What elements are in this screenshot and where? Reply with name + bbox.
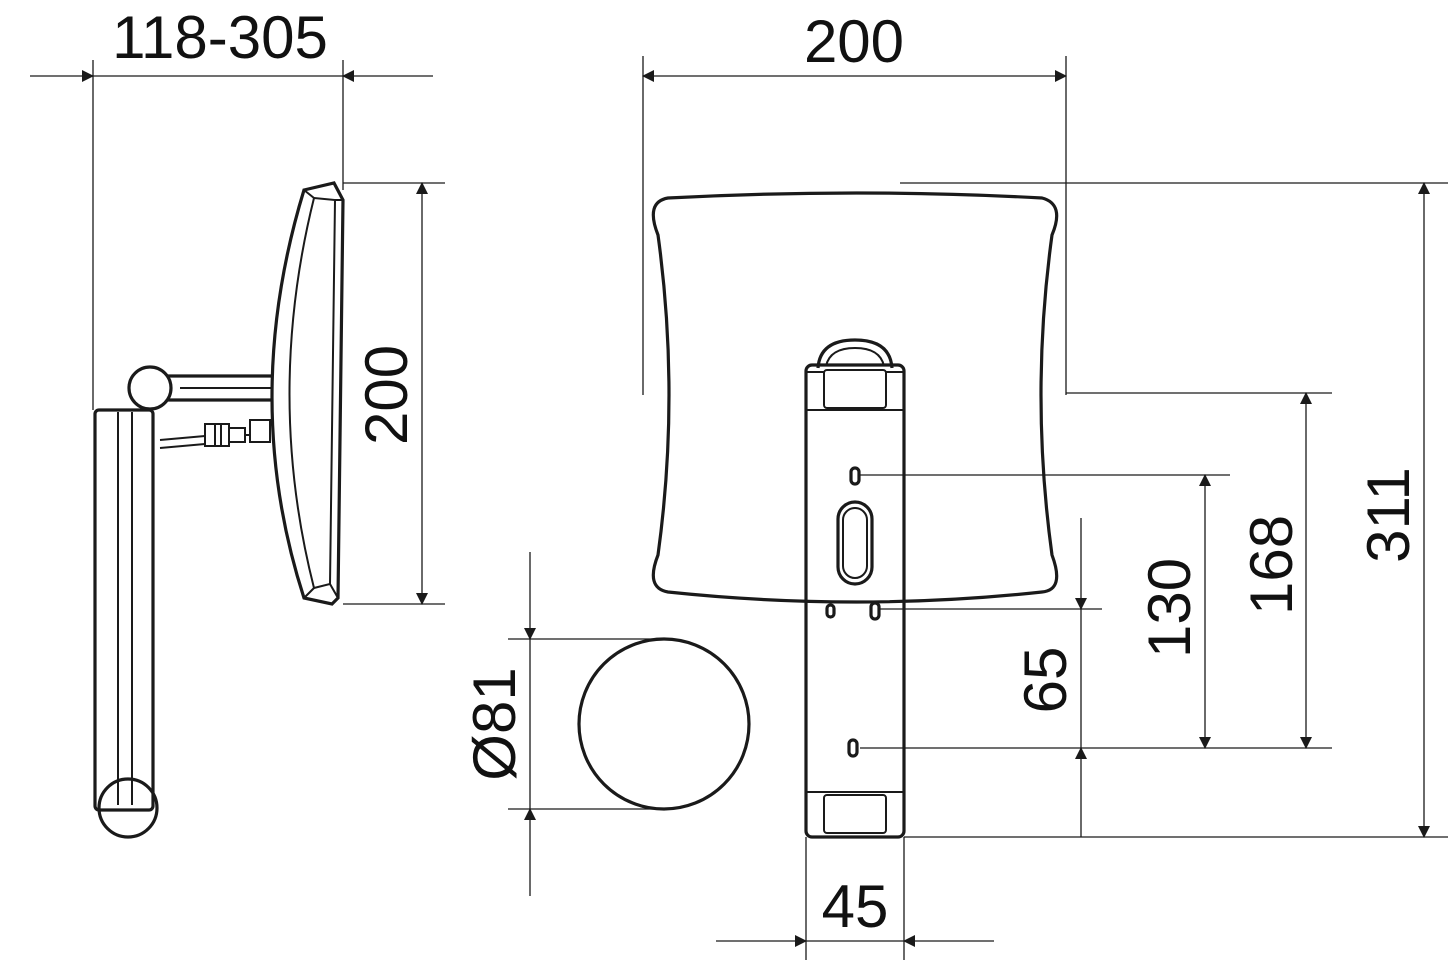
total-height-label: 311	[1355, 467, 1422, 563]
dimension-side-height: 200	[343, 182, 445, 605]
dimension-holes-168: 168	[860, 392, 1332, 749]
dimension-front-width: 200	[642, 8, 1067, 395]
front-width-label: 200	[804, 8, 904, 75]
rosette-view	[577, 637, 751, 811]
dimension-total-height: 311	[900, 182, 1448, 838]
front-view	[651, 191, 1059, 839]
holes-130-label: 130	[1136, 558, 1203, 658]
dimension-holes-65: 65	[880, 518, 1102, 837]
dimension-rosette-diameter: Ø81	[461, 552, 664, 896]
side-view	[93, 181, 345, 839]
plate-width-label: 45	[822, 873, 889, 940]
dimension-arm-length: 118-305	[30, 4, 433, 410]
rosette-diameter-label: Ø81	[461, 667, 528, 780]
holes-168-label: 168	[1238, 515, 1305, 615]
side-height-label: 200	[353, 345, 420, 445]
dimension-plate-width: 45	[716, 837, 994, 960]
dimension-holes-130: 130	[860, 474, 1230, 749]
holes-65-label: 65	[1012, 647, 1079, 714]
arm-length-label: 118-305	[112, 4, 328, 71]
